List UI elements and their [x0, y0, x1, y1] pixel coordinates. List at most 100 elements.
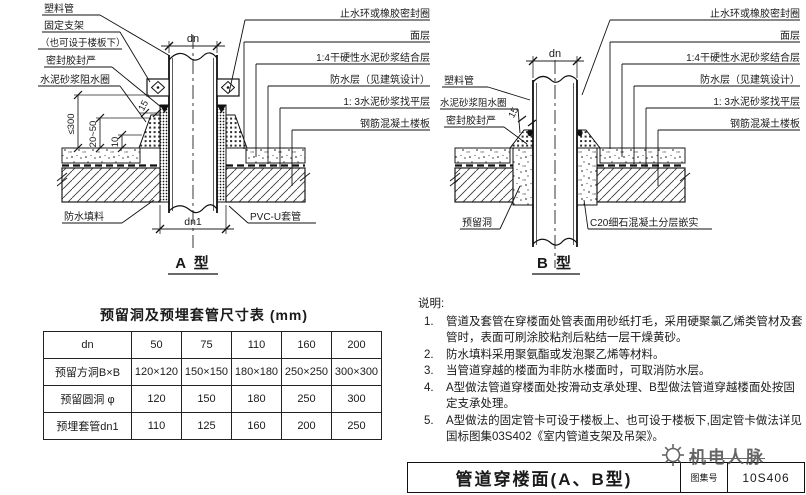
- label-reserved-hole: 预留洞: [462, 216, 492, 229]
- label-rc-slab: 钢筋混凝土楼板: [360, 117, 430, 130]
- table-row: dn 50 75 110 160 200: [43, 331, 382, 359]
- note-text: 防水填料采用聚氨酯或发泡聚乙烯等材料。: [446, 348, 665, 361]
- table-cell: 300×300: [331, 358, 382, 386]
- label-sealant: 密封胶封严: [446, 114, 496, 127]
- label-waterstop-ring: 水泥砂浆阻水圈: [440, 97, 507, 109]
- label-waterstop-collar: 止水环或橡胶密封圈: [710, 7, 800, 20]
- table-cell: 250: [331, 412, 382, 440]
- dim-15-text: 15: [136, 99, 151, 114]
- label-waterstop-collar: 止水环或橡胶密封圈: [340, 7, 430, 20]
- note-number: 3.: [424, 365, 434, 378]
- notes-heading: 说明:: [418, 298, 445, 310]
- callouts-right: 止水环或橡胶密封圈 面层 1:4干硬性水泥砂浆结合层 防水层（见建筑设计） 1:…: [228, 7, 430, 186]
- callouts-left: 塑料管 固定支架 （也可设于楼板下） 密封胶封严 水泥砂浆阻水圈: [38, 2, 171, 123]
- note-number: 5.: [424, 415, 434, 428]
- floor-finish-layers: [61, 147, 306, 167]
- note-text: A型做法管道穿楼面处按滑动支承处理、B型做法管道穿越楼面处按固定支承处理。: [446, 382, 795, 411]
- size-table-title: 预留洞及预埋套管尺寸表 (mm): [99, 307, 309, 323]
- label-c20-fill: C20细石混凝土分层嵌实: [590, 216, 698, 229]
- size-table: dn 50 75 110 160 200 预留方洞B×B 120×120 150…: [43, 331, 382, 440]
- table-cell: 50: [131, 331, 182, 359]
- table-cell: 180×180: [231, 358, 282, 386]
- table-cell: 120×120: [131, 358, 182, 386]
- caption-a-text: A 型: [175, 254, 210, 272]
- callouts-bottom: 防水填料 PVC-U套管 dn1: [62, 199, 316, 234]
- label-pvc-u-sleeve: PVC-U套管: [250, 210, 301, 223]
- table-cell: 160: [231, 412, 282, 440]
- dimension-dn: dn: [161, 33, 225, 53]
- label-bonding-layer: 1:4干硬性水泥砂浆结合层: [686, 51, 800, 64]
- label-rc-slab: 钢筋混凝土楼板: [730, 117, 800, 130]
- caption-type-a: A 型: [168, 254, 218, 275]
- note-item: 3. 当管道穿越的楼面为非防水楼面时，可取消防水层。: [418, 364, 804, 380]
- table-cell: 160: [281, 331, 332, 359]
- table-cell: 300: [331, 385, 382, 413]
- callouts-right: 止水环或橡胶密封圈 面层 1:4干硬性水泥砂浆结合层 防水层（见建筑设计） 1:…: [581, 7, 800, 186]
- label-bracket-note: （也可设于楼板下）: [40, 37, 126, 49]
- table-cell: 250: [281, 385, 332, 413]
- notes-section: 说明: 1. 管道及套管在穿楼面处管表面用砂纸打毛，采用硬聚氯乙烯类管材及套管时…: [418, 297, 804, 447]
- note-number: 4.: [424, 382, 434, 395]
- table-cell: 150×150: [181, 358, 232, 386]
- dim-2050-text: 20~50: [88, 121, 99, 148]
- title-block: 管道穿楼面(A、B型) 图集号 10S406: [407, 462, 805, 493]
- table-cell: 250×250: [281, 358, 332, 386]
- table-cell: 预留方洞B×B: [43, 358, 132, 386]
- dim-dn1-text: dn1: [184, 216, 202, 228]
- note-item: 2. 防水填料采用聚氨酯或发泡聚乙烯等材料。: [418, 348, 804, 364]
- label-plastic-pipe: 塑料管: [444, 74, 474, 87]
- table-cell: 75: [181, 331, 232, 359]
- dim-10-text: 10: [110, 137, 121, 148]
- label-leveling-layer: 1: 3水泥砂浆找平层: [343, 95, 430, 108]
- table-cell: 200: [331, 331, 382, 359]
- label-fixing-bracket: 固定支架: [44, 19, 84, 32]
- floor-finish-layers: [454, 147, 686, 167]
- atlas-number-label: 图集号: [680, 463, 727, 492]
- mortar-waterstop-ring: [508, 129, 602, 149]
- label-waterproof-layer: 防水层（见建筑设计）: [330, 73, 430, 86]
- label-sealant: 密封胶封严: [46, 54, 96, 67]
- label-finish-layer: 面层: [410, 30, 430, 42]
- dimension-chain-left: ≤300 20~50 10 15: [66, 90, 162, 153]
- caption-type-b: B 型: [532, 254, 580, 275]
- table-cell: 200: [281, 412, 332, 440]
- callouts-bottom: 预留洞 C20细石混凝土分层嵌实: [460, 185, 712, 230]
- callouts-left: 塑料管 水泥砂浆阻水圈 密封胶封严: [440, 74, 531, 145]
- table-cell: 150: [181, 385, 232, 413]
- table-cell: 110: [131, 412, 182, 440]
- table-cell: 预埋套管dn1: [43, 412, 132, 440]
- mortar-waterstop-ring: [138, 114, 248, 149]
- table-row: 预留圆洞 φ 120 150 180 250 300: [43, 385, 382, 413]
- table-cell: 180: [231, 385, 282, 413]
- sealant-bead: [160, 105, 226, 113]
- atlas-number-value: 10S406: [727, 463, 804, 492]
- table-cell: 125: [181, 412, 232, 440]
- label-finish-layer: 面层: [780, 30, 800, 42]
- size-table-section: 预留洞及预埋套管尺寸表 (mm) dn 50 75 110 160 200 预留…: [43, 305, 382, 440]
- fixing-bracket: [146, 78, 240, 97]
- sheet-title: 管道穿楼面(A、B型): [455, 470, 633, 489]
- dim-dn-text: dn: [549, 48, 561, 60]
- table-row: 预埋套管dn1 110 125 160 200 250: [43, 412, 382, 440]
- caption-b-text: B 型: [537, 254, 573, 272]
- sealant-bead: [527, 129, 583, 137]
- plastic-pipe: [532, 60, 578, 268]
- label-plastic-pipe: 塑料管: [44, 2, 74, 15]
- note-number: 2.: [424, 348, 434, 361]
- note-number: 1.: [424, 315, 434, 328]
- label-waterproof-layer: 防水层（见建筑设计）: [700, 73, 800, 86]
- note-text: A型做法的固定管卡可设于楼板上、也可设于楼板下,固定管卡做法详见国标图集03S4…: [446, 415, 802, 443]
- label-waterstop-ring: 水泥砂浆阻水圈: [40, 73, 110, 86]
- note-item: 4. A型做法管道穿楼面处按滑动支承处理、B型做法管道穿越楼面处按固定支承处理。: [418, 381, 804, 413]
- note-text: 管道及套管在穿楼面处管表面用砂纸打毛，采用硬聚氯乙烯类管材及套管时，表面可刷涂胶…: [446, 315, 803, 344]
- section-diagram-type-a: dn ≤300 20~50 10 15 塑料管: [38, 2, 430, 275]
- dim-dn-text: dn: [187, 33, 199, 45]
- table-cell: 预留圆洞 φ: [43, 385, 132, 413]
- table-cell: 120: [131, 385, 182, 413]
- label-waterproof-filler: 防水填料: [64, 210, 104, 223]
- note-item: 1. 管道及套管在穿楼面处管表面用砂纸打毛，采用硬聚氯乙烯类管材及套管时，表面可…: [418, 315, 804, 347]
- dim-300-text: ≤300: [66, 113, 77, 134]
- table-cell: dn: [43, 331, 132, 359]
- table-row: 预留方洞B×B 120×120 150×150 180×180 250×250 …: [43, 358, 382, 386]
